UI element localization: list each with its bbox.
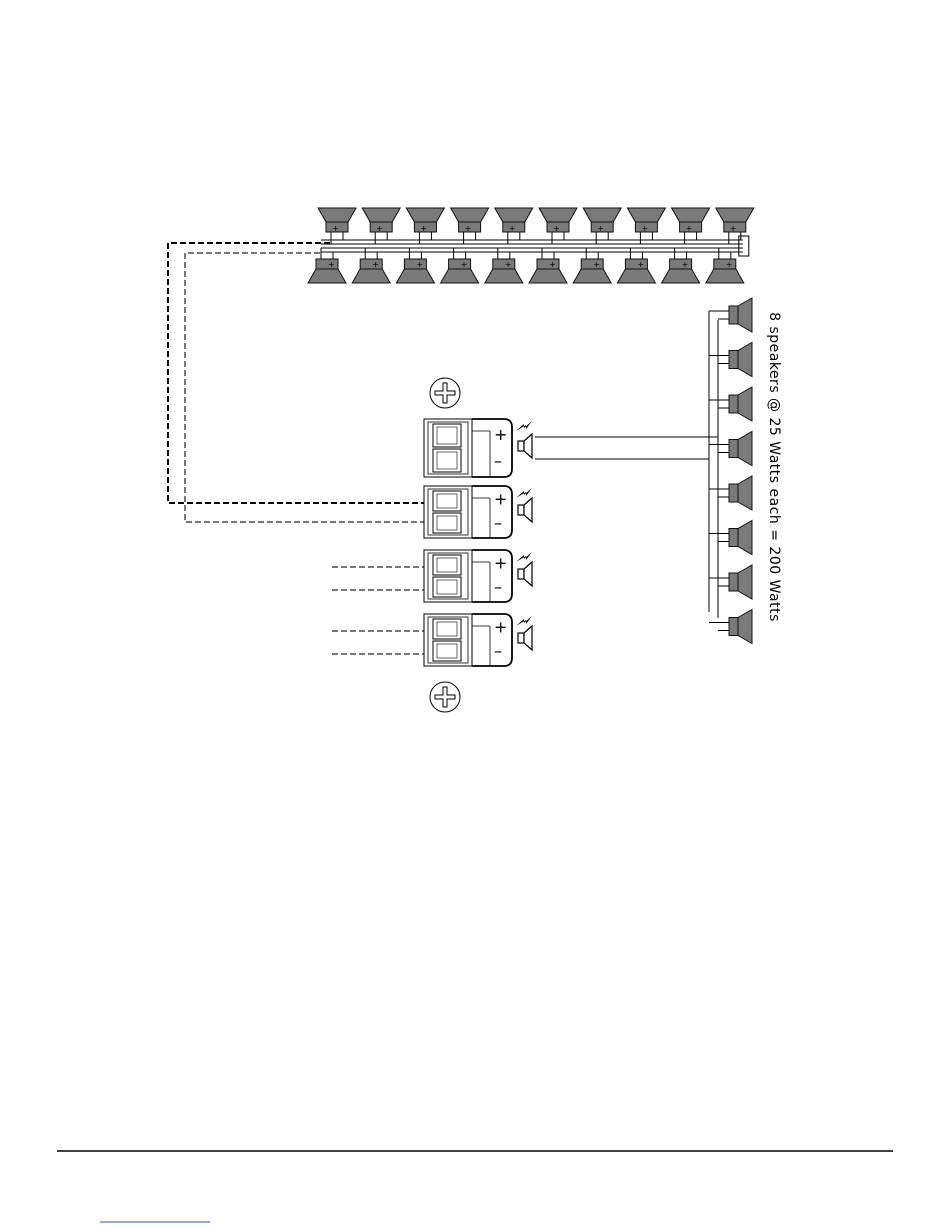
terminal-plus-label: +	[637, 260, 644, 269]
terminal-plus-label: +	[593, 260, 600, 269]
screw-icon	[430, 378, 460, 408]
terminal-plus-label: +	[372, 260, 379, 269]
speaker-power-caption: 8 speakers @ 25 Watts each = 200 Watts	[766, 312, 782, 622]
side-speaker-icon	[709, 521, 752, 555]
terminal-plus-label: +	[505, 260, 512, 269]
lightning-icon	[516, 488, 532, 498]
screw-icon	[430, 682, 460, 712]
positive-terminal-label: +	[494, 554, 507, 573]
side-speaker-icon	[709, 298, 752, 332]
terminal-block	[424, 486, 490, 538]
speaker-symbol-icon	[518, 562, 532, 586]
top-row-speaker-icon: +	[495, 208, 533, 244]
bottom-row-speaker-icon: +	[485, 248, 523, 283]
positive-terminal-label: +	[494, 618, 507, 637]
side-speaker-icon	[709, 565, 752, 599]
top-row-speaker-icon: +	[318, 208, 356, 244]
terminal-plus-label: +	[553, 224, 560, 233]
bottom-row-speaker-icon: +	[396, 248, 434, 283]
amp-channel-1: +–	[424, 419, 532, 477]
top-row-speaker-icon: +	[672, 208, 710, 244]
bottom-row-speaker-icon: +	[706, 248, 744, 283]
bottom-row-speaker-icon: +	[573, 248, 611, 283]
side-speaker-icon	[709, 387, 752, 421]
bottom-row-speaker-icon: +	[308, 248, 346, 283]
speaker-symbol-icon	[518, 434, 532, 458]
bottom-row-speaker-icon: +	[617, 248, 655, 283]
positive-terminal-label: +	[494, 425, 507, 444]
top-row-speaker-icon: +	[539, 208, 577, 244]
top-row-speaker-icon: +	[716, 208, 754, 244]
top-row-speaker-icon: +	[362, 208, 400, 244]
top-row-speaker-icon: +	[627, 208, 665, 244]
terminal-plus-label: +	[420, 224, 427, 233]
negative-terminal-label: –	[494, 452, 502, 471]
bottom-row-speaker-icon: +	[662, 248, 700, 283]
amplifier-channels: +–+–+–+–	[424, 419, 532, 666]
terminal-block	[424, 419, 490, 477]
terminal-plus-label: +	[686, 224, 693, 233]
top-speaker-array: + + + + + + + + + + + + + + + + + + + +	[308, 208, 754, 283]
side-speaker-icon	[709, 476, 752, 510]
side-speaker-icon	[709, 343, 752, 377]
top-row-speaker-icon: +	[451, 208, 489, 244]
side-speaker-icon	[709, 610, 752, 644]
terminal-plus-label: +	[328, 260, 335, 269]
positive-terminal-label: +	[494, 490, 507, 509]
terminal-plus-label: +	[465, 224, 472, 233]
terminal-plus-label: +	[416, 260, 423, 269]
negative-terminal-label: –	[494, 514, 502, 533]
terminal-plus-label: +	[726, 260, 733, 269]
amp-channel-3: +–	[424, 550, 532, 602]
top-row-speaker-icon: +	[406, 208, 444, 244]
negative-terminal-label: –	[494, 642, 502, 661]
amp-channel-4: +–	[424, 614, 532, 666]
bottom-row-speaker-icon: +	[352, 248, 390, 283]
negative-terminal-label: –	[494, 578, 502, 597]
side-speaker-array	[709, 298, 752, 644]
terminal-plus-label: +	[549, 260, 556, 269]
terminal-plus-label: +	[641, 224, 648, 233]
terminal-plus-label: +	[461, 260, 468, 269]
terminal-plus-label: +	[509, 224, 516, 233]
bottom-row-speaker-icon: +	[529, 248, 567, 283]
terminal-plus-label: +	[376, 224, 383, 233]
terminal-plus-label: +	[597, 224, 604, 233]
lightning-icon	[516, 421, 532, 431]
terminal-plus-label: +	[730, 224, 737, 233]
lightning-icon	[516, 616, 532, 626]
speaker-symbol-icon	[518, 498, 532, 522]
top-row-speaker-icon: +	[583, 208, 621, 244]
terminal-plus-label: +	[682, 260, 689, 269]
dashed-wire-group-channel-2	[168, 243, 440, 522]
channel-1-output-wires	[535, 437, 718, 459]
bottom-row-speaker-icon: +	[441, 248, 479, 283]
dashed-wire-gray	[185, 253, 440, 522]
terminal-plus-label: +	[332, 224, 339, 233]
amp-channel-2: +–	[424, 486, 532, 538]
terminal-block	[424, 614, 490, 666]
terminal-block	[424, 550, 490, 602]
lightning-icon	[516, 552, 532, 562]
speaker-symbol-icon	[518, 626, 532, 650]
